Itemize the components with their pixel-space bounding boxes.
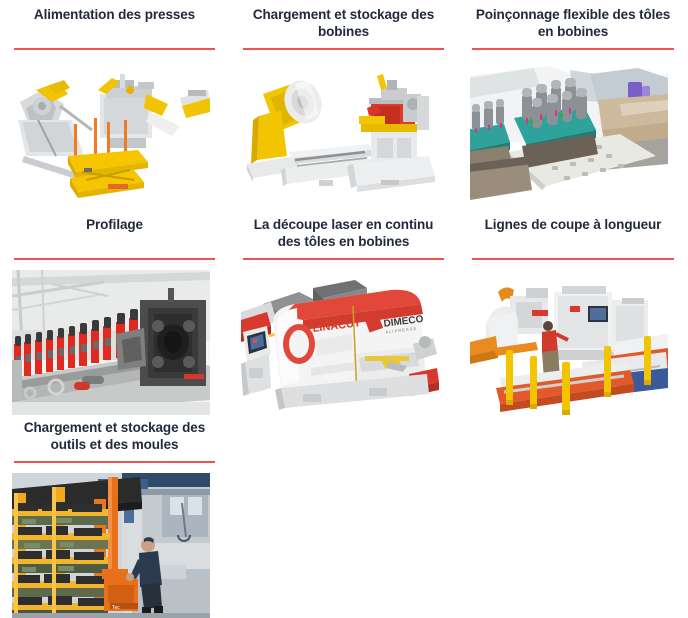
card-title-wrap: La découpe laser en continu des tôles en… [241,210,446,250]
card-title: Alimentation des presses [33,7,196,22]
card-title: La découpe laser en continu des tôles en… [253,217,434,249]
roll-forming-photo[interactable] [12,270,210,415]
card-title-wrap: Poinçonnage flexible des tôles en bobine… [470,0,676,40]
title-divider [472,48,674,50]
flexible-punching-photo[interactable] [470,60,668,200]
title-divider [243,258,444,260]
card-title-wrap: Chargement et stockage des outils et des… [12,413,217,453]
card-title: Chargement et stockage des bobines [252,7,435,39]
card-lignes-coupe-longueur[interactable]: Lignes de coupe à longueur [458,210,688,415]
coil-loading-storage-photo[interactable] [241,60,439,200]
card-profilage[interactable]: Profilage [0,210,229,415]
card-title-wrap: Profilage [12,210,217,250]
svg-text:LINACUT: LINACUT [312,317,362,335]
svg-text:DIMECO: DIMECO [383,314,424,330]
title-divider [472,258,674,260]
card-chargement-stockage-outils[interactable]: Chargement et stockage des outils et des… [0,413,229,618]
tool-die-storage-photo[interactable]: Tec [12,473,210,618]
card-title: Lignes de coupe à longueur [484,217,662,232]
card-title-wrap: Lignes de coupe à longueur [470,210,676,250]
laser-cutting-photo[interactable]: LINACUT DIMECO A L I P R E S S E [241,270,439,415]
card-title-wrap: Chargement et stockage des bobines [241,0,446,40]
card-poinconnage-flexible[interactable]: Poinçonnage flexible des tôles en bobine… [458,0,688,210]
card-alimentation-des-presses[interactable]: Alimentation des presses [0,0,229,210]
svg-text:A L I P R E S S E: A L I P R E S S E [385,326,416,335]
card-title: Poinçonnage flexible des tôles en bobine… [475,7,671,39]
svg-text:Tec: Tec [112,605,120,611]
title-divider [14,461,215,463]
title-divider [14,258,215,260]
card-title-wrap: Alimentation des presses [12,0,217,40]
title-divider [14,48,215,50]
title-divider [243,48,444,50]
cut-to-length-line-photo[interactable] [470,270,668,415]
press-feeding-line-photo[interactable] [12,60,210,200]
card-title: Chargement et stockage des outils et des… [23,420,206,452]
card-title: Profilage [86,217,143,232]
card-decoupe-laser-continu[interactable]: La découpe laser en continu des tôles en… [229,210,458,415]
card-chargement-stockage-bobines[interactable]: Chargement et stockage des bobines [229,0,458,210]
